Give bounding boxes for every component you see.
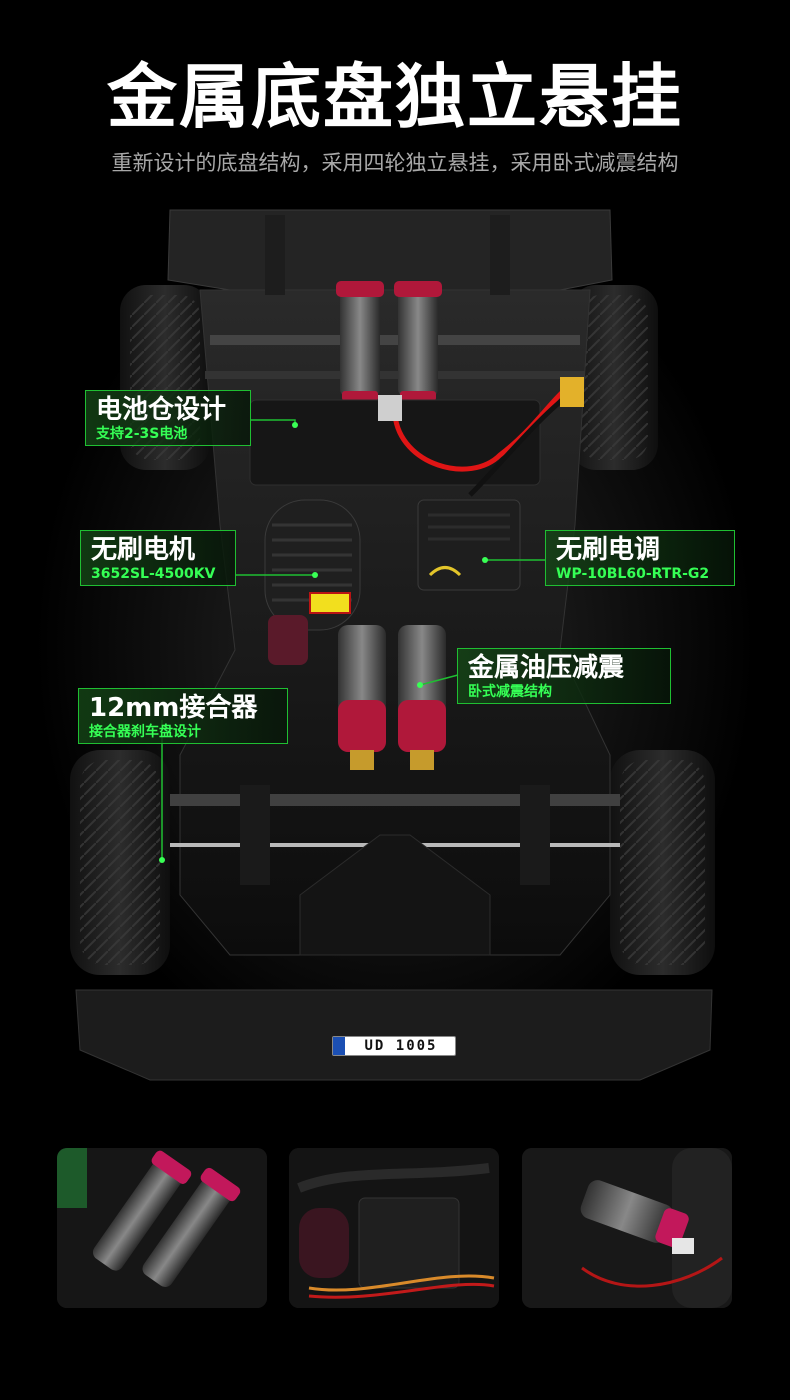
callout-motor-subtitle: 3652SL-4500KV	[91, 566, 216, 582]
license-plate-flag-strip	[333, 1037, 345, 1055]
thumbnail-suspension-closeup	[522, 1148, 732, 1308]
front-post-left	[265, 215, 285, 295]
red-wire	[392, 380, 579, 472]
callout-shock-title: 金属油压减震	[468, 653, 625, 683]
thumbnail-shock-closeup	[57, 1148, 267, 1308]
license-plate-text: UD 1005	[364, 1038, 438, 1054]
callout-esc-title: 无刷电调	[556, 535, 661, 565]
callout-battery-subtitle: 支持2-3S电池	[96, 426, 188, 442]
callout-connector: 12mm接合器 接合器刹车盘设计	[78, 688, 288, 744]
callout-connector-title: 12mm接合器	[89, 693, 258, 723]
callout-esc: 无刷电调 WP-10BL60-RTR-G2	[545, 530, 735, 586]
rear-brace	[299, 834, 491, 956]
page-title: 金属底盘独立悬挂	[107, 56, 683, 138]
motor-connector	[309, 592, 351, 614]
callout-battery: 电池仓设计 支持2-3S电池	[85, 390, 251, 446]
callout-connector-subtitle: 接合器刹车盘设计	[89, 724, 201, 740]
page-subtitle: 重新设计的底盘结构，采用四轮独立悬挂，采用卧式减震结构	[111, 151, 679, 175]
xt-connector	[560, 377, 584, 407]
callout-dots	[159, 422, 488, 863]
rear-right-tire	[610, 750, 715, 975]
callout-shock-subtitle: 卧式减震结构	[468, 684, 552, 700]
callout-battery-title: 电池仓设计	[96, 395, 227, 425]
thumbnail-esc-closeup	[289, 1148, 499, 1308]
balance-connector	[378, 395, 402, 421]
rear-shock-left	[338, 625, 386, 770]
front-right-tire	[570, 285, 658, 470]
front-post-right	[490, 215, 510, 295]
callout-esc-subtitle: WP-10BL60-RTR-G2	[556, 566, 710, 582]
front-shock-left	[336, 281, 384, 401]
callout-motor-title: 无刷电机	[91, 535, 196, 565]
callout-shock: 金属油压减震 卧式减震结构	[457, 648, 671, 704]
front-shock-right	[394, 281, 442, 401]
suspension-connector-closeup-photo	[522, 1148, 732, 1308]
front-wing	[167, 209, 613, 291]
rear-bumper	[75, 989, 713, 1081]
esc-heatsink-fins	[428, 513, 510, 541]
rear-shock-right	[398, 625, 446, 770]
esc-wiring-closeup-photo	[289, 1148, 499, 1308]
callout-motor: 无刷电机 3652SL-4500KV	[80, 530, 236, 586]
shock-absorber-closeup-photo	[57, 1148, 267, 1308]
chassis-illustration	[35, 205, 755, 1085]
rear-left-tire	[70, 750, 170, 975]
license-plate: UD 1005	[332, 1036, 456, 1056]
